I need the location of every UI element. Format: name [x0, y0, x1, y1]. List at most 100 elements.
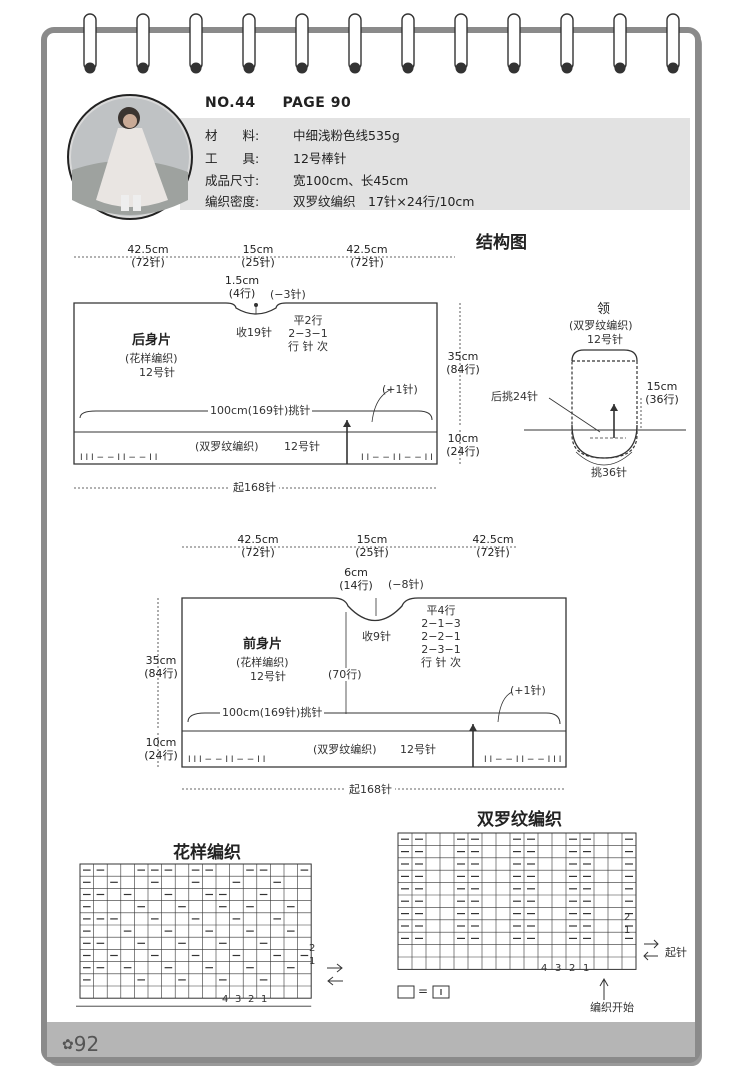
spiral-hole: [84, 62, 96, 74]
rib-col-4: 4: [541, 963, 548, 974]
collar-needle: 12号针: [587, 333, 623, 346]
notebook-page: [41, 27, 701, 1063]
spiral-ring: [189, 13, 203, 71]
spiral-ring: [560, 13, 574, 71]
spiral-hole: [455, 62, 467, 74]
front-rib-mark-right: I I − − I I − − I I I: [484, 755, 562, 765]
back-dim-left: 42.5cm(72针): [127, 243, 169, 269]
page-number: ✿92: [62, 1032, 100, 1056]
back-plus-arrow: [371, 388, 393, 423]
rib-row-2: 2: [624, 912, 631, 923]
back-piece-needle: 12号针: [139, 366, 175, 379]
model-leg: [133, 195, 141, 211]
spiral-hole: [614, 62, 626, 74]
back-piece-pattern: (花样编织): [125, 352, 178, 365]
collar-front-pick: 挑36针: [589, 466, 629, 479]
pattern-col-3: 3: [235, 994, 242, 1005]
legend-knit-box: [397, 985, 415, 999]
front-rib-label: (双罗纹编织): [313, 743, 377, 756]
back-neck-decrease: (−3针): [270, 288, 306, 301]
spec-tool: 工 具:12号棒针: [205, 151, 347, 166]
structure-title: 结构图: [476, 233, 527, 253]
rib-arrow-left: [643, 951, 658, 961]
spiral-ring: [295, 13, 309, 71]
spiral-ring: [666, 13, 680, 71]
back-rib-needle: 12号针: [284, 440, 320, 453]
spiral-ring: [136, 13, 150, 71]
spiral-ring: [348, 13, 362, 71]
model-face: [123, 114, 137, 128]
back-rib-mark-left: I I I − − I I − − I I: [80, 453, 158, 463]
pattern-arrow-right: [327, 963, 343, 973]
front-pickup: 100cm(169针)挑针: [220, 706, 325, 719]
spiral-hole: [667, 62, 679, 74]
rib-start-label: 起针: [665, 946, 687, 959]
collar-pattern: (双罗纹编织): [569, 319, 633, 332]
back-up-arrow-head: [343, 420, 351, 427]
pattern-row-1: 1: [309, 956, 316, 967]
back-dim-right: 42.5cm(72针): [346, 243, 388, 269]
front-neck-depth: 6cm(14行): [339, 566, 373, 592]
spiral-ring: [401, 13, 415, 71]
rib-col-2: 2: [569, 963, 576, 974]
collar-height: 15cm(36行): [645, 380, 679, 406]
front-plus-one: (+1针): [510, 684, 546, 697]
spiral-ring: [613, 13, 627, 71]
spiral-hole: [243, 62, 255, 74]
front-piece-needle: 12号针: [250, 670, 286, 683]
pattern-arrow-left: [327, 976, 343, 986]
pattern-chart-border: [79, 863, 312, 999]
model-poncho: [96, 128, 168, 207]
front-neck-decrease: (−8针): [388, 578, 424, 591]
legend-equals: =: [418, 984, 429, 998]
collar-front-arc: [575, 451, 633, 466]
front-dim-left: 42.5cm(72针): [237, 533, 279, 559]
spiral-hole: [349, 62, 361, 74]
spiral-hole: [296, 62, 308, 74]
back-dim-center: 15cm(25针): [241, 243, 275, 269]
spiral-ring: [507, 13, 521, 71]
front-cast-on: 起168针: [346, 783, 395, 796]
back-rib-label: (双罗纹编织): [195, 440, 259, 453]
front-mid-rows: (70行): [328, 668, 362, 681]
pattern-row-2: 2: [309, 943, 316, 954]
front-rib-needle: 12号针: [400, 743, 436, 756]
front-neck-bindoff: 收9针: [362, 630, 391, 643]
spiral-ring: [83, 13, 97, 71]
collar-title: 领: [597, 302, 611, 317]
pattern-chart-title: 花样编织: [173, 843, 241, 863]
spiral-hole: [561, 62, 573, 74]
back-rib-mark-right: I I − − I I − − I I I: [361, 453, 439, 463]
front-body-height: 35cm(84行): [144, 654, 178, 680]
front-dim-right: 42.5cm(72针): [472, 533, 514, 559]
pattern-col-2: 2: [248, 994, 255, 1005]
front-up-arrow-head: [469, 724, 477, 731]
rib-begin-arrow-head: [599, 977, 609, 987]
collar-back-pick: 后挑24针: [491, 390, 538, 403]
back-neck-bindoff: 收19针: [236, 326, 272, 339]
spec-material: 材 料:中细浅粉色线535g: [205, 128, 400, 143]
front-piece-pattern: (花样编织): [236, 656, 289, 669]
rib-begin-label: 编织开始: [590, 1001, 634, 1014]
rib-col-1: 1: [583, 963, 590, 974]
back-neck-depth: 1.5cm(4行): [224, 274, 260, 300]
back-plus-one: (+1针): [382, 383, 418, 396]
spiral-hole: [402, 62, 414, 74]
front-dim-center: 15cm(25针): [355, 533, 389, 559]
back-piece-outline: [73, 302, 438, 465]
pattern-col-1: 1: [261, 994, 268, 1005]
spiral-hole: [137, 62, 149, 74]
spiral-ring: [242, 13, 256, 71]
rib-arrow-right: [644, 939, 659, 949]
front-rib-mark-left: I I I − − I I − − I I: [188, 755, 266, 765]
rib-chart-title: 双罗纹编织: [477, 810, 562, 830]
front-pickup-curve: [187, 712, 561, 725]
spiral-ring: [454, 13, 468, 71]
page-reference: PAGE 90: [282, 95, 352, 111]
collar-bottom: [571, 424, 638, 459]
spec-size: 成品尺寸:宽100cm、长45cm: [205, 173, 409, 188]
pattern-number: NO.44: [205, 95, 256, 111]
back-pickup: 100cm(169针)挑针: [208, 404, 313, 417]
